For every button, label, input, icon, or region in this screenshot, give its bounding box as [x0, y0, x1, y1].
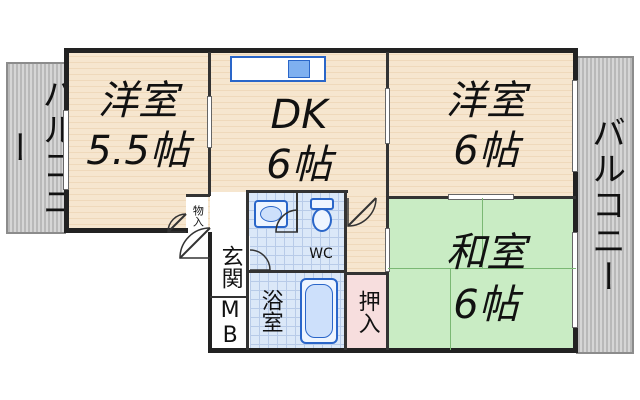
window-left — [63, 110, 69, 190]
balcony-left — [6, 62, 66, 234]
wall-top — [64, 48, 578, 53]
window-right-upper — [572, 80, 578, 172]
western-right-name: 洋室 — [446, 78, 526, 124]
tatami-seam-v1 — [482, 198, 483, 268]
kitchen-sink — [288, 60, 310, 78]
window-right-lower — [572, 232, 578, 328]
japanese-size: 6帖 — [453, 282, 519, 328]
wc-door-arc — [275, 209, 299, 233]
wall-left-lower — [64, 228, 188, 233]
dk-name: DK — [270, 92, 328, 138]
hall-door-leaf — [347, 197, 377, 227]
toilet-bowl — [312, 208, 332, 232]
dk-size: 6帖 — [266, 142, 332, 188]
mb-space — [212, 298, 248, 348]
wall-mb-top — [210, 296, 248, 298]
wall-storage-box — [186, 194, 210, 197]
entrance — [210, 236, 250, 296]
japanese-name: 和室 — [446, 230, 526, 276]
mb-label: MB — [217, 298, 243, 348]
sliding-door-japanese — [448, 194, 514, 200]
wall-dk-right — [386, 52, 389, 350]
wall-wc-divider — [296, 192, 298, 232]
washbasin-bowl — [260, 206, 282, 222]
bathtub-basin — [305, 284, 333, 338]
wall-bottom — [208, 348, 578, 353]
door-dk-right — [385, 88, 390, 144]
wc-label: WC — [309, 246, 333, 262]
entrance-label: 玄関 — [217, 245, 243, 289]
wall-bath-left — [246, 190, 249, 350]
wall-bath-top — [248, 270, 346, 273]
tatami-seam-v2 — [450, 268, 451, 350]
bath-door-arc — [249, 249, 271, 271]
closet-label: 押入 — [354, 290, 380, 334]
tatami-seam-h — [388, 268, 576, 269]
wall-closet-top — [346, 272, 388, 275]
balcony-right-label: バルコニー — [585, 115, 626, 295]
wall-right — [573, 48, 578, 353]
storage-small-area — [186, 196, 208, 236]
closet — [346, 274, 388, 350]
western-right-size: 6帖 — [453, 128, 519, 174]
storage-small-label: 物入 — [191, 205, 205, 227]
balcony-right — [576, 56, 634, 354]
door-left-dk — [207, 96, 212, 148]
western-left-name: 洋室 — [98, 78, 178, 124]
western-left-size: 5.5帖 — [86, 128, 190, 174]
wall-dk-bottom — [246, 190, 348, 193]
bath-label: 浴室 — [257, 289, 283, 333]
entrance-door-leaf — [179, 227, 211, 259]
storage-door-leaf — [167, 213, 187, 233]
wall-entrance-left — [208, 232, 212, 352]
sliding-door-japanese-left — [385, 228, 390, 272]
western-room-right — [388, 52, 576, 198]
kitchen-counter — [230, 56, 326, 82]
